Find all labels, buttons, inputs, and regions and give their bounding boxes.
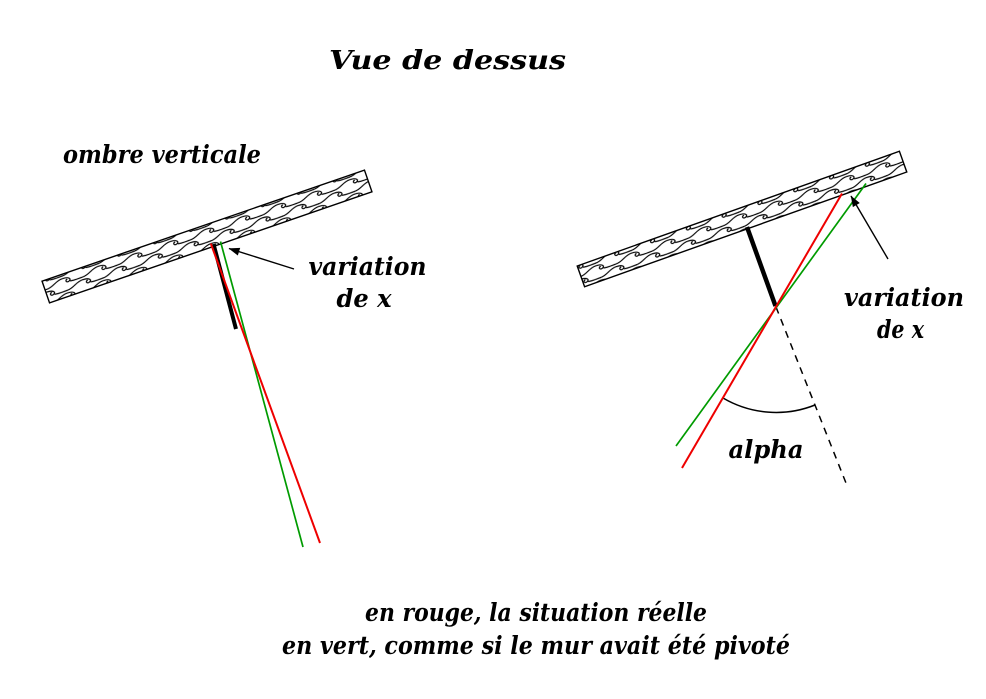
left-variation-label-line1: variation: [309, 252, 427, 281]
right-variation-label-line1: variation: [844, 283, 964, 312]
alpha-angle-label: alpha: [729, 435, 804, 464]
alpha-angle-arc: [722, 397, 816, 414]
caption-line2: en vert, comme si le mur avait été pivot…: [282, 631, 790, 660]
left-wall-bar: [41, 169, 373, 304]
page-title: Vue de dessus: [329, 46, 566, 76]
left-variation-arrow: [228, 247, 295, 270]
caption-line1: en rouge, la situation réelle: [365, 598, 707, 627]
left-hatched-wall: [41, 169, 373, 304]
right-shadow-line: [744, 226, 778, 307]
right-hatched-wall: [576, 150, 908, 288]
right-shadow-dashed-extension: [775, 306, 847, 484]
left-vertical-shadow-line: [211, 243, 238, 330]
right-variation-arrow: [850, 195, 889, 260]
right-variation-label-line2: de x: [877, 315, 925, 344]
right-real-shadow-line: [681, 192, 843, 469]
left-wall-label: ombre verticale: [63, 140, 261, 169]
left-real-shadow-line: [209, 243, 321, 544]
left-pivoted-shadow-line: [219, 241, 304, 548]
left-variation-label-line2: de x: [337, 284, 393, 313]
right-wall-bar: [576, 150, 908, 288]
